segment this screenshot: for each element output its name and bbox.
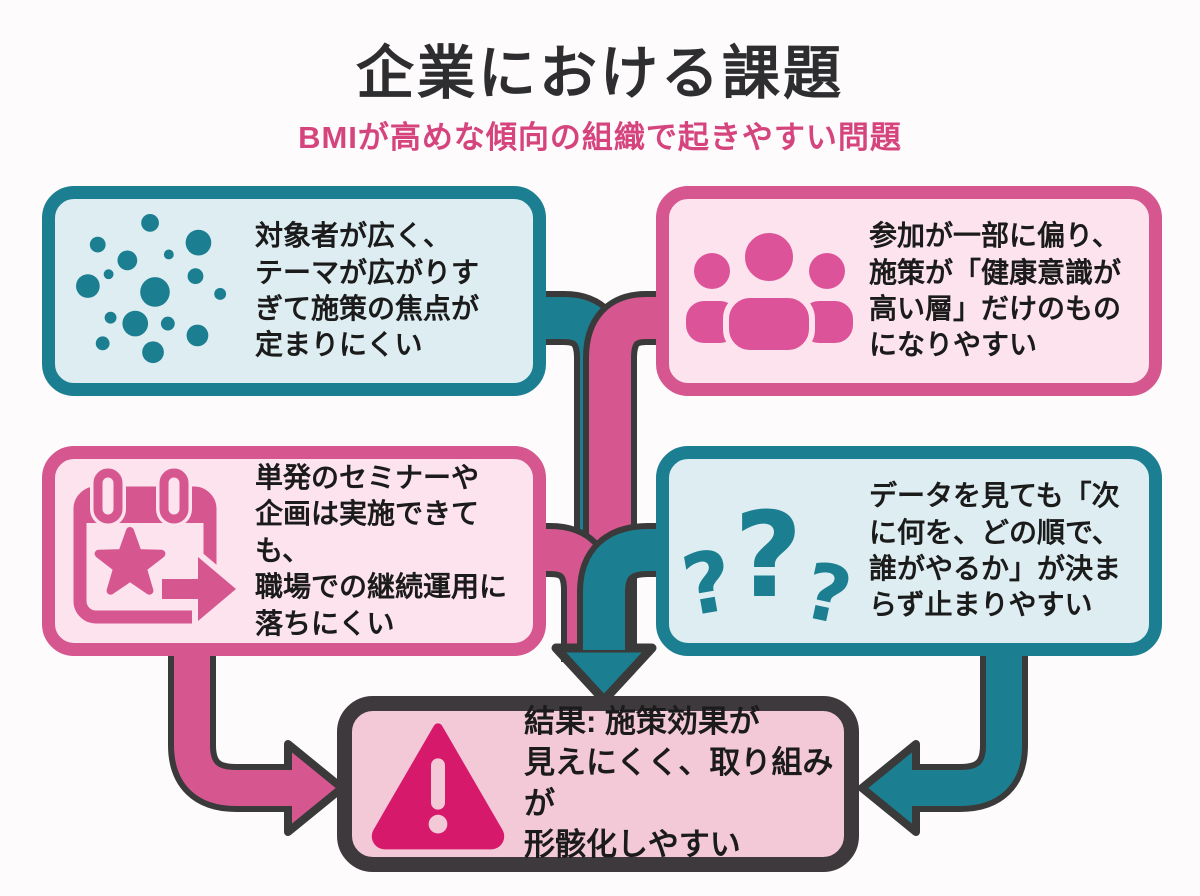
issue-box-decision: ? ? ? データを見ても「次 に何を、どの順で、 誰がやるか」が決ま らず止ま… <box>656 446 1162 656</box>
issue-box-continuity: 単発のセミナーや 企画は実施できても、 職場での継続運用に 落ちにくい <box>42 446 546 656</box>
issue-text-decision: データを見ても「次 に何を、どの順で、 誰がやるか」が決ま らず止まりやすい <box>869 480 1122 621</box>
issue-box-focus: 対象者が広く、 テーマが広がりす ぎて施策の焦点が 定まりにくい <box>42 186 546 396</box>
issue-text-focus: 対象者が広く、 テーマが広がりす ぎて施策の焦点が 定まりにくい <box>255 220 480 361</box>
calendar-event-icon <box>55 467 255 635</box>
issue-text-continuity: 単発のセミナーや 企画は実施できても、 職場での継続運用に 落ちにくい <box>255 462 508 639</box>
scatter-dots-icon <box>55 213 255 369</box>
arrow-from-participation <box>583 291 666 645</box>
page-subtitle: BMIが高めな傾向の組織で起きやすい問題 <box>298 120 902 155</box>
warning-triangle-icon <box>352 718 524 850</box>
arrow-continuity-to-result <box>168 640 346 836</box>
svg-text:?: ? <box>675 531 740 626</box>
result-box: 結果: 施策効果が 見えにくく、取り組みが 形骸化しやすい <box>337 696 859 872</box>
question-marks-icon: ? ? ? <box>669 476 869 626</box>
arrow-center-merge-down <box>551 523 666 705</box>
issue-box-participation: 参加が一部に偏り、 施策が「健康意識が 高い層」だけのもの になりやすい <box>656 186 1162 396</box>
svg-text:?: ? <box>734 486 802 624</box>
issue-text-participation: 参加が一部に偏り、 施策が「健康意識が 高い層」だけのもの になりやすい <box>869 220 1122 361</box>
page-title: 企業における課題 <box>355 41 844 106</box>
result-text: 結果: 施策効果が 見えにくく、取り組みが 形骸化しやすい <box>524 704 834 862</box>
svg-text:?: ? <box>796 546 859 626</box>
people-group-icon <box>669 221 869 361</box>
arrow-decision-to-result <box>858 640 1028 836</box>
